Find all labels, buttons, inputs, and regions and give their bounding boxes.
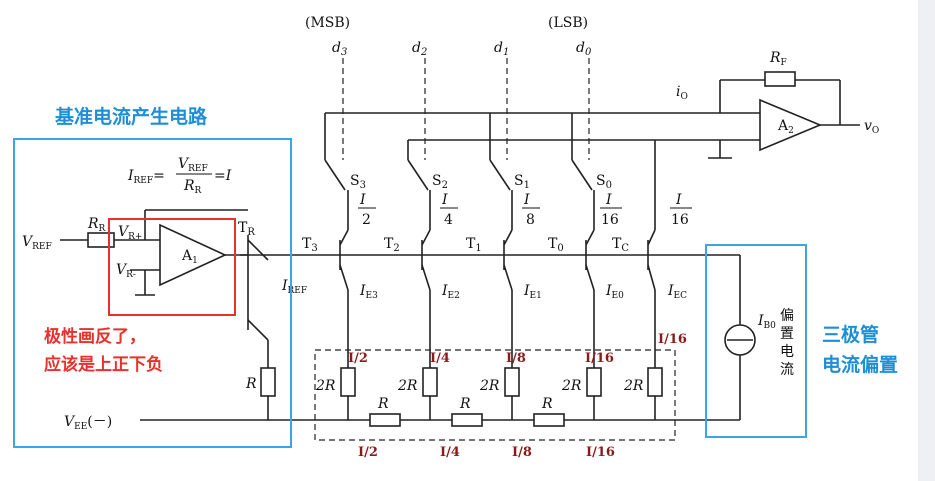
r2-label-2: 2R [397,378,418,394]
frac-i-2: I [441,192,448,208]
frac-i-c: I [675,192,682,208]
r-ladder-1: R [377,396,389,412]
iref-label: IREF [281,278,307,296]
r-ref-label: R [245,376,257,392]
ie1-label: IE1 [523,283,542,301]
vo-label: vO [864,118,879,136]
formula-lhs: IREF= [127,168,165,186]
reference-circuit-box [13,138,292,448]
ibo-cn-4: 流 [780,362,794,378]
ibo-cn-3: 电 [780,344,794,360]
vrplus-label: VR+ [118,224,142,242]
t3-label: T3 [302,236,318,254]
t2-label: T2 [384,236,400,254]
iec-label: IEC [667,283,687,301]
tc-label: TC [612,236,629,254]
s3-label: S3 [350,173,366,191]
frac-den-1: 8 [526,212,535,228]
d2-label: d2 [412,40,427,58]
a2-label: A2 [777,118,794,136]
ibo-label: IB0 [757,313,776,331]
ie2-label: IE2 [441,283,460,301]
r2-label-0: 2R [561,378,582,394]
ie3-label: IE3 [359,283,378,301]
lsb-label: (LSB) [548,15,588,31]
vrminus-label: VR- [116,262,136,280]
cur-bot-1: I/4 [440,445,460,460]
frac-den-0: 16 [601,212,619,228]
rr-label: RR [87,216,106,234]
rf-label: RF [769,50,787,68]
a1-label: A1 [181,248,198,266]
msb-label: (MSB) [305,15,350,31]
frac-den-c: 16 [671,212,689,228]
frac-i-1: I [523,192,530,208]
ibo-cn-1: 偏 [780,308,794,324]
t0-label: T0 [548,236,564,254]
scrollbar[interactable] [918,0,935,481]
vee-label: VEE(－) [64,414,112,432]
r2-label-3: 2R [315,378,336,394]
reference-circuit-title: 基准电流产生电路 [55,106,208,128]
bias-source-box [705,244,807,438]
cur-top-0: I/16 [585,351,614,366]
cur-bot-3: I/16 [586,445,615,460]
frac-i-3: I [359,192,366,208]
polarity-error-box [108,218,236,316]
formula-num: VREF [178,156,208,174]
ie0-label: IE0 [605,283,624,301]
cur-bot-0: I/2 [358,445,378,460]
cur-bot-2: I/8 [512,445,532,460]
bias-title-line1: 三极管 [822,324,880,346]
cur-top-c: I/16 [658,332,687,347]
d0-label: d0 [576,40,592,58]
formula-tail: =I [214,168,232,184]
r-ladder-3: R [541,396,553,412]
frac-den-3: 2 [362,212,371,228]
bias-title-line2: 电流偏置 [822,354,899,376]
d3-label: d3 [332,40,347,58]
polarity-note-line2: 应该是上正下负 [44,355,163,375]
r-ladder-2: R [459,396,471,412]
s2-label: S2 [432,173,448,191]
t1-label: T1 [466,236,482,254]
frac-den-2: 4 [444,212,453,228]
formula-den: RR [183,178,202,196]
cur-top-2: I/4 [430,351,450,366]
s1-label: S1 [514,173,530,191]
r2-label-c: 2R [623,378,644,394]
cur-top-1: I/8 [506,351,526,366]
polarity-note-line1: 极性画反了， [44,327,146,347]
ibo-cn-2: 置 [780,326,794,342]
vref-label: VREF [22,234,52,252]
r2-label-1: 2R [479,378,500,394]
io-label: iO [676,84,688,102]
s0-label: S0 [596,173,612,191]
cur-top-3: I/2 [348,351,368,366]
tr-label: TR [238,220,255,238]
frac-i-0: I [605,192,612,208]
d1-label: d1 [494,40,509,58]
